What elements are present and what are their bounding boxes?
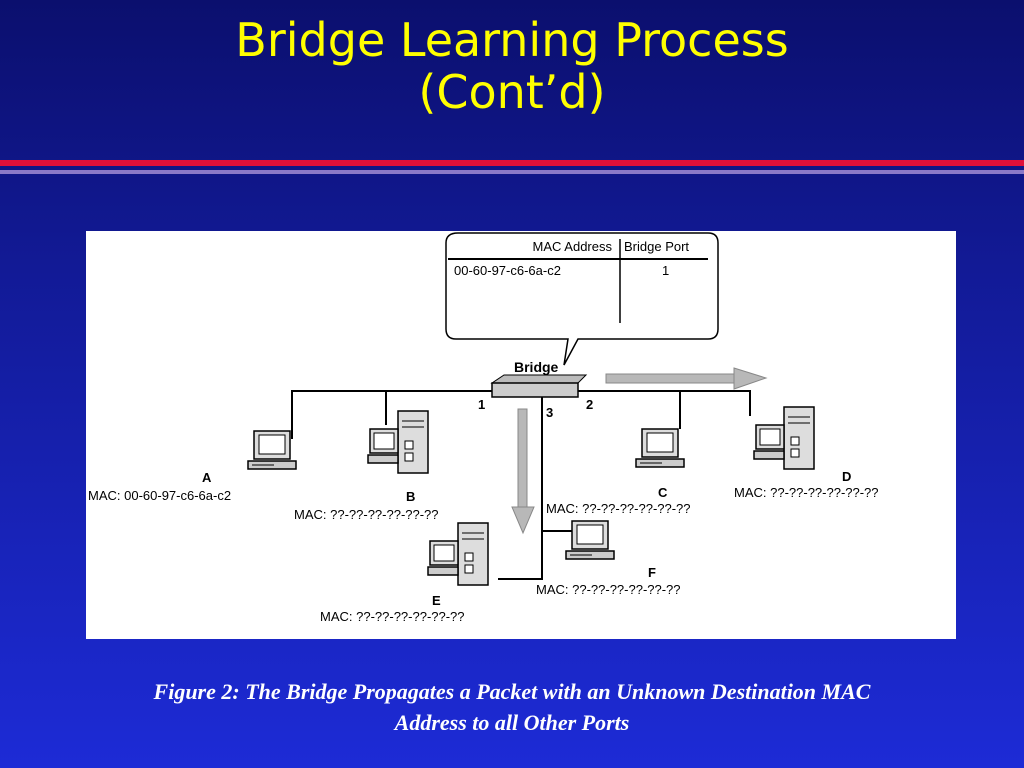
host-a-computer-icon: [247, 430, 297, 470]
port-1-label: 1: [478, 397, 485, 412]
host-c-mac: MAC: ??-??-??-??-??-??: [546, 501, 691, 516]
port-2-label: 2: [586, 397, 593, 412]
propagation-arrow-right: [605, 367, 768, 390]
host-a-mac: MAC: 00-60-97-c6-6a-c2: [88, 488, 231, 503]
host-a-name: A: [202, 470, 212, 485]
host-f-name: F: [648, 565, 656, 580]
slide-title: Bridge Learning Process (Cont’d): [0, 14, 1024, 118]
host-d-workstation-icon: [753, 406, 815, 470]
table-cell-port: 1: [662, 263, 669, 278]
host-b-mac: MAC: ??-??-??-??-??-??: [294, 507, 439, 522]
network-segments: [291, 390, 751, 580]
propagation-arrow-down: [511, 408, 535, 535]
host-e-workstation-icon: [427, 522, 489, 586]
title-divider-lavender: [0, 170, 1024, 174]
host-e-mac: MAC: ??-??-??-??-??-??: [320, 609, 465, 624]
host-e-name: E: [432, 593, 441, 608]
title-line-2: (Cont’d): [418, 65, 606, 119]
host-b-name: B: [406, 489, 415, 504]
network-diagram: MAC Address Bridge Port 00-60-97-c6-6a-c…: [86, 231, 956, 639]
figure-caption: Figure 2: The Bridge Propagates a Packet…: [30, 676, 994, 738]
caption-line-1: Figure 2: The Bridge Propagates a Packet…: [153, 679, 871, 704]
host-f-mac: MAC: ??-??-??-??-??-??: [536, 582, 681, 597]
host-f-computer-icon: [565, 520, 615, 560]
diagram-canvas: MAC Address Bridge Port 00-60-97-c6-6a-c…: [88, 232, 879, 624]
bridge-label: Bridge: [514, 359, 559, 375]
table-cell-mac: 00-60-97-c6-6a-c2: [454, 263, 561, 278]
title-line-1: Bridge Learning Process: [235, 13, 789, 67]
title-divider-red: [0, 160, 1024, 166]
host-d-mac: MAC: ??-??-??-??-??-??: [734, 485, 879, 500]
caption-line-2: Address to all Other Ports: [394, 710, 630, 735]
host-b-workstation-icon: [367, 410, 429, 474]
host-c-name: C: [658, 485, 668, 500]
bridge-icon: [490, 374, 588, 398]
table-header-mac: MAC Address: [533, 239, 613, 254]
host-d-name: D: [842, 469, 851, 484]
port-3-label: 3: [546, 405, 553, 420]
table-header-port: Bridge Port: [624, 239, 689, 254]
host-c-computer-icon: [635, 428, 685, 468]
bridge-table-callout: MAC Address Bridge Port 00-60-97-c6-6a-c…: [445, 232, 719, 366]
